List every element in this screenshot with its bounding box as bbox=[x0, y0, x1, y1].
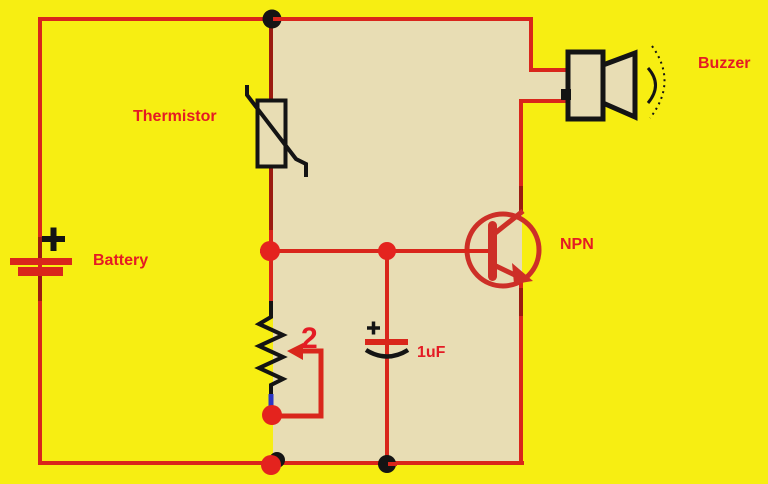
battery-short-plate bbox=[18, 267, 63, 276]
capacitor-label: 1uF bbox=[417, 344, 446, 361]
wires bbox=[38, 17, 566, 465]
thermistor-icon bbox=[245, 85, 308, 177]
capacitor-curved-plate bbox=[364, 348, 410, 359]
junction-bottom-left bbox=[261, 455, 281, 475]
sound-wave-inner-icon bbox=[646, 67, 657, 104]
polarized-capacitor-icon bbox=[364, 321, 410, 359]
transistor-collector-lead bbox=[492, 209, 525, 236]
circuit-interior-panel bbox=[273, 21, 568, 461]
thermistor-diagonal bbox=[245, 85, 308, 177]
capacitor-plus-icon bbox=[367, 321, 380, 335]
potentiometer-label: 2 bbox=[301, 322, 318, 355]
junction-top bbox=[262, 9, 282, 29]
resistor-zigzag bbox=[254, 301, 288, 395]
emitter-arrow-icon bbox=[512, 263, 533, 284]
npn-transistor-internals bbox=[488, 209, 533, 284]
battery-label: Battery bbox=[93, 252, 148, 269]
junction-dots bbox=[260, 9, 397, 475]
wire-pot-wiper bbox=[277, 348, 324, 419]
junction-wiper bbox=[262, 405, 282, 425]
battery-long-plate bbox=[10, 258, 72, 265]
junction-base-left bbox=[260, 241, 280, 261]
speaker-icon bbox=[561, 45, 666, 122]
junction-bottom-cap bbox=[378, 455, 396, 473]
thermistor-label: Thermistor bbox=[133, 108, 217, 125]
buzzer-body bbox=[565, 49, 606, 122]
buzzer-label: Buzzer bbox=[698, 55, 750, 72]
battery-cell-icon bbox=[10, 227, 72, 276]
thermistor-body bbox=[255, 98, 288, 169]
battery-plus-icon bbox=[42, 227, 65, 251]
wiper-arrow-icon bbox=[287, 343, 303, 360]
transistor-base-bar bbox=[488, 221, 497, 281]
junction-base-cap bbox=[378, 242, 396, 260]
transistor-label: NPN bbox=[560, 236, 594, 253]
capacitor-top-plate bbox=[365, 339, 408, 345]
buzzer-cone bbox=[600, 49, 638, 121]
buzzer-terminal-tab bbox=[561, 89, 571, 100]
